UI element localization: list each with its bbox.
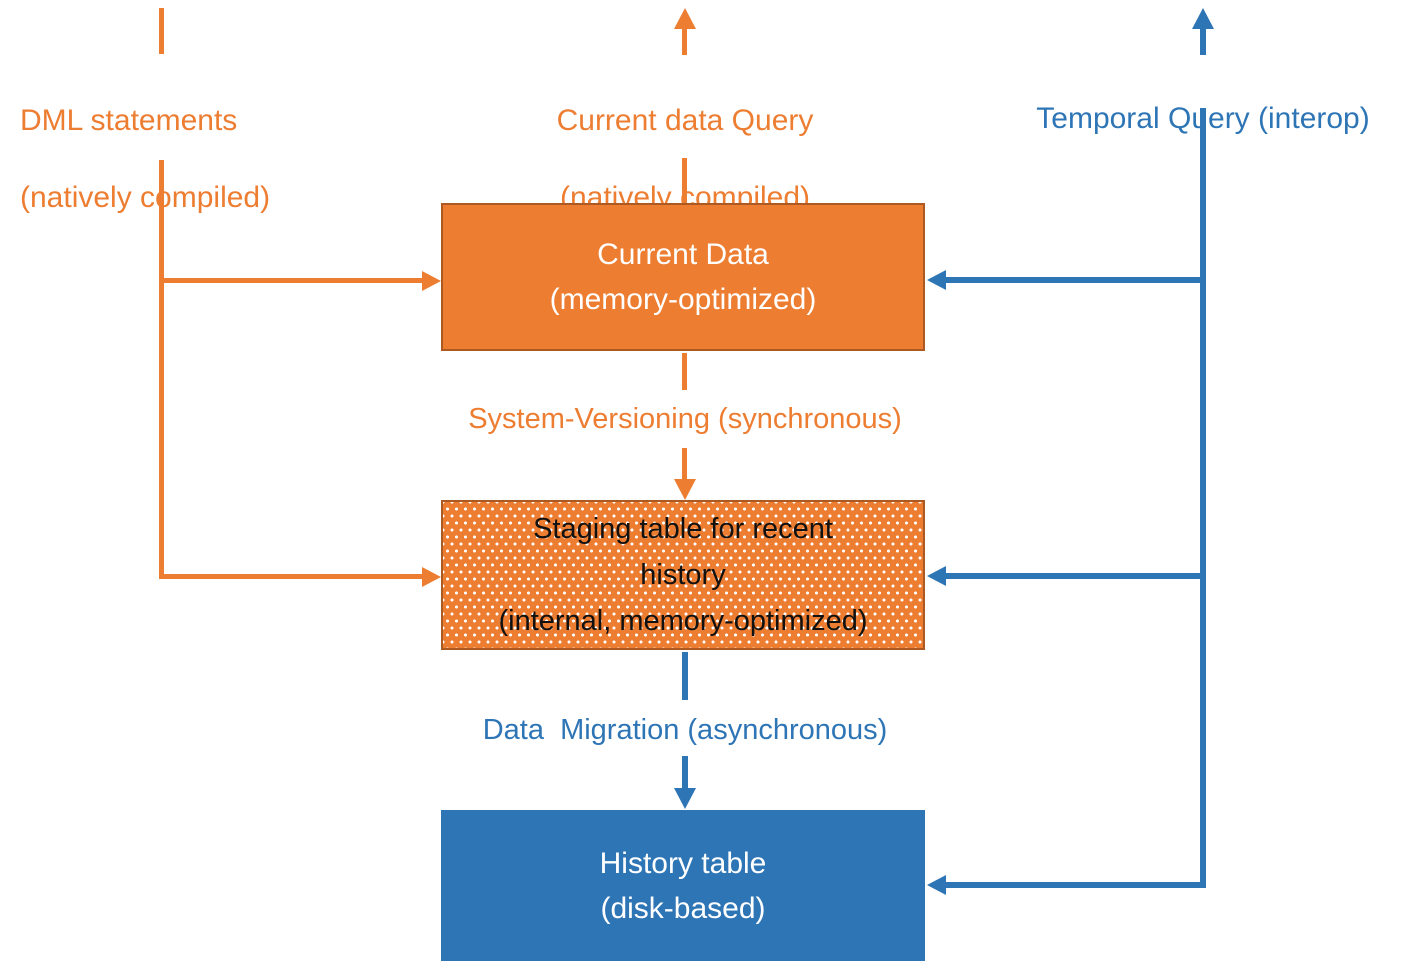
data-migration-down-arrowhead-icon xyxy=(674,788,696,809)
staging-table-box: Staging table for recent history (intern… xyxy=(441,500,925,650)
dml-branch-staging-arrowhead-icon xyxy=(422,567,441,587)
current-data-query-label-line1: Current data Query xyxy=(556,104,814,137)
temporal-query-label-text: Temporal Query (interop) xyxy=(1036,102,1370,135)
system-versioning-down-arrowhead-icon xyxy=(674,479,696,500)
current-query-up-arrowhead-icon xyxy=(674,8,696,29)
temporal-branch-history-line xyxy=(944,882,1206,888)
dml-top-line xyxy=(159,8,164,54)
temporal-query-top-shaft-line xyxy=(1200,27,1206,55)
temporal-query-up-arrowhead-icon xyxy=(1192,8,1214,29)
dml-statements-label: DML statements (natively compiled) xyxy=(20,64,360,254)
temporal-query-vertical-line xyxy=(1200,108,1206,888)
current-query-lower-line xyxy=(682,158,687,203)
temporal-branch-history-arrowhead-icon xyxy=(927,875,946,895)
staging-table-box-line2: history xyxy=(640,559,726,591)
temporal-branch-current-arrowhead-icon xyxy=(927,270,946,290)
system-versioning-arrow-shaft-line xyxy=(682,448,687,480)
temporal-query-label: Temporal Query (interop) xyxy=(1000,62,1406,175)
data-migration-arrow-shaft-line xyxy=(682,756,688,789)
dml-statements-label-line1: DML statements xyxy=(20,104,238,137)
current-data-box-line2: (memory-optimized) xyxy=(549,283,817,316)
dml-vertical-line xyxy=(159,160,164,579)
dml-branch-current-arrowhead-icon xyxy=(422,271,441,291)
staging-table-box-line1: Staging table for recent xyxy=(533,513,833,545)
temporal-branch-staging-line xyxy=(944,573,1202,579)
temporal-branch-current-line xyxy=(944,277,1202,283)
temporal-branch-staging-arrowhead-icon xyxy=(927,566,946,586)
history-table-box-line1: History table xyxy=(599,846,767,880)
dml-branch-current-line xyxy=(159,278,423,283)
system-versioning-stub-line xyxy=(682,353,687,390)
system-versioning-label: System-Versioning (synchronous) xyxy=(468,403,902,435)
data-migration-label: Data Migration (asynchronous) xyxy=(482,714,888,746)
dml-statements-label-line2: (natively compiled) xyxy=(20,181,271,214)
current-query-top-shaft-line xyxy=(682,27,687,55)
data-migration-stub-line xyxy=(682,652,688,700)
current-data-box-line1: Current Data xyxy=(597,238,769,271)
dml-branch-staging-line xyxy=(159,574,423,579)
history-table-box-line2: (disk-based) xyxy=(600,891,766,925)
staging-table-box-line3: (internal, memory-optimized) xyxy=(498,605,868,637)
current-data-box: Current Data (memory-optimized) xyxy=(441,203,925,351)
history-table-box: History table (disk-based) xyxy=(441,810,925,961)
